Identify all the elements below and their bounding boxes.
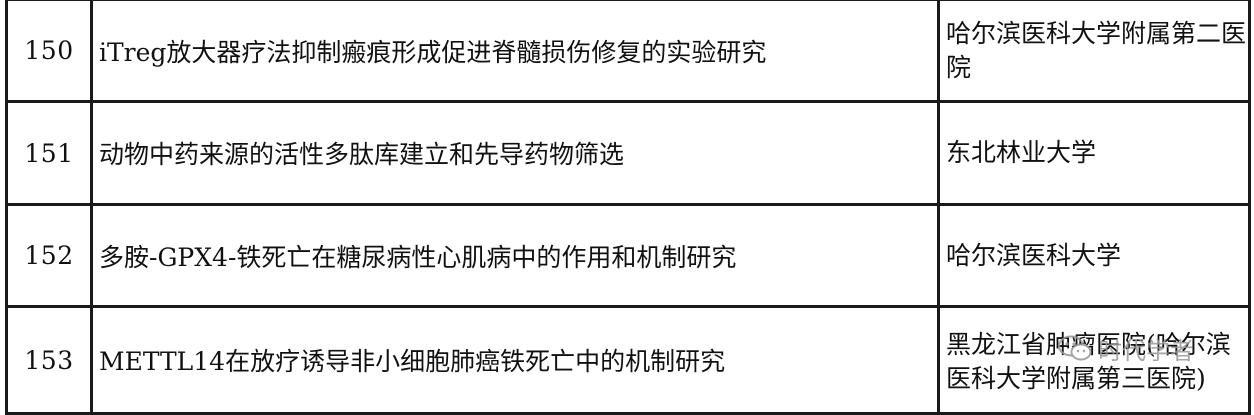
project-title: METTL14在放疗诱导非小细胞肺癌铁死亡中的机制研究: [90, 305, 940, 415]
project-title: 动物中药来源的活性多肽库建立和先导药物筛选: [90, 100, 940, 206]
institution-name: 黑龙江省肿瘤医院(哈尔滨医科大学附属第三医院): [946, 330, 1231, 393]
project-table: 150 iTreg放大器疗法抑制瘢痕形成促进脊髓损伤修复的实验研究 哈尔滨医科大…: [5, 0, 1251, 415]
institution-cell: 哈尔滨医科大学: [937, 203, 1251, 308]
table-row: 152 多胺-GPX4-铁死亡在糖尿病性心肌病中的作用和机制研究 哈尔滨医科大学: [5, 203, 1251, 308]
row-number: 153: [5, 305, 93, 415]
institution-cell: 东北林业大学: [937, 100, 1251, 206]
table-row: 151 动物中药来源的活性多肽库建立和先导药物筛选 东北林业大学: [5, 100, 1251, 206]
table-row: 150 iTreg放大器疗法抑制瘢痕形成促进脊髓损伤修复的实验研究 哈尔滨医科大…: [5, 0, 1251, 103]
institution-cell: 黑龙江省肿瘤医院(哈尔滨医科大学附属第三医院): [937, 305, 1251, 415]
institution-name: 哈尔滨医科大学: [946, 240, 1122, 270]
row-number: 152: [5, 203, 93, 308]
institution-name: 东北林业大学: [946, 138, 1097, 167]
institution-cell: 哈尔滨医科大学附属第二医院: [937, 0, 1251, 103]
project-title: iTreg放大器疗法抑制瘢痕形成促进脊髓损伤修复的实验研究: [90, 0, 940, 103]
institution-name: 哈尔滨医科大学附属第二医院: [946, 18, 1247, 82]
project-title: 多胺-GPX4-铁死亡在糖尿病性心肌病中的作用和机制研究: [90, 203, 940, 308]
row-number: 151: [5, 100, 93, 206]
table-row: 153 METTL14在放疗诱导非小细胞肺癌铁死亡中的机制研究 黑龙江省肿瘤医院…: [5, 305, 1251, 415]
row-number: 150: [5, 0, 93, 103]
